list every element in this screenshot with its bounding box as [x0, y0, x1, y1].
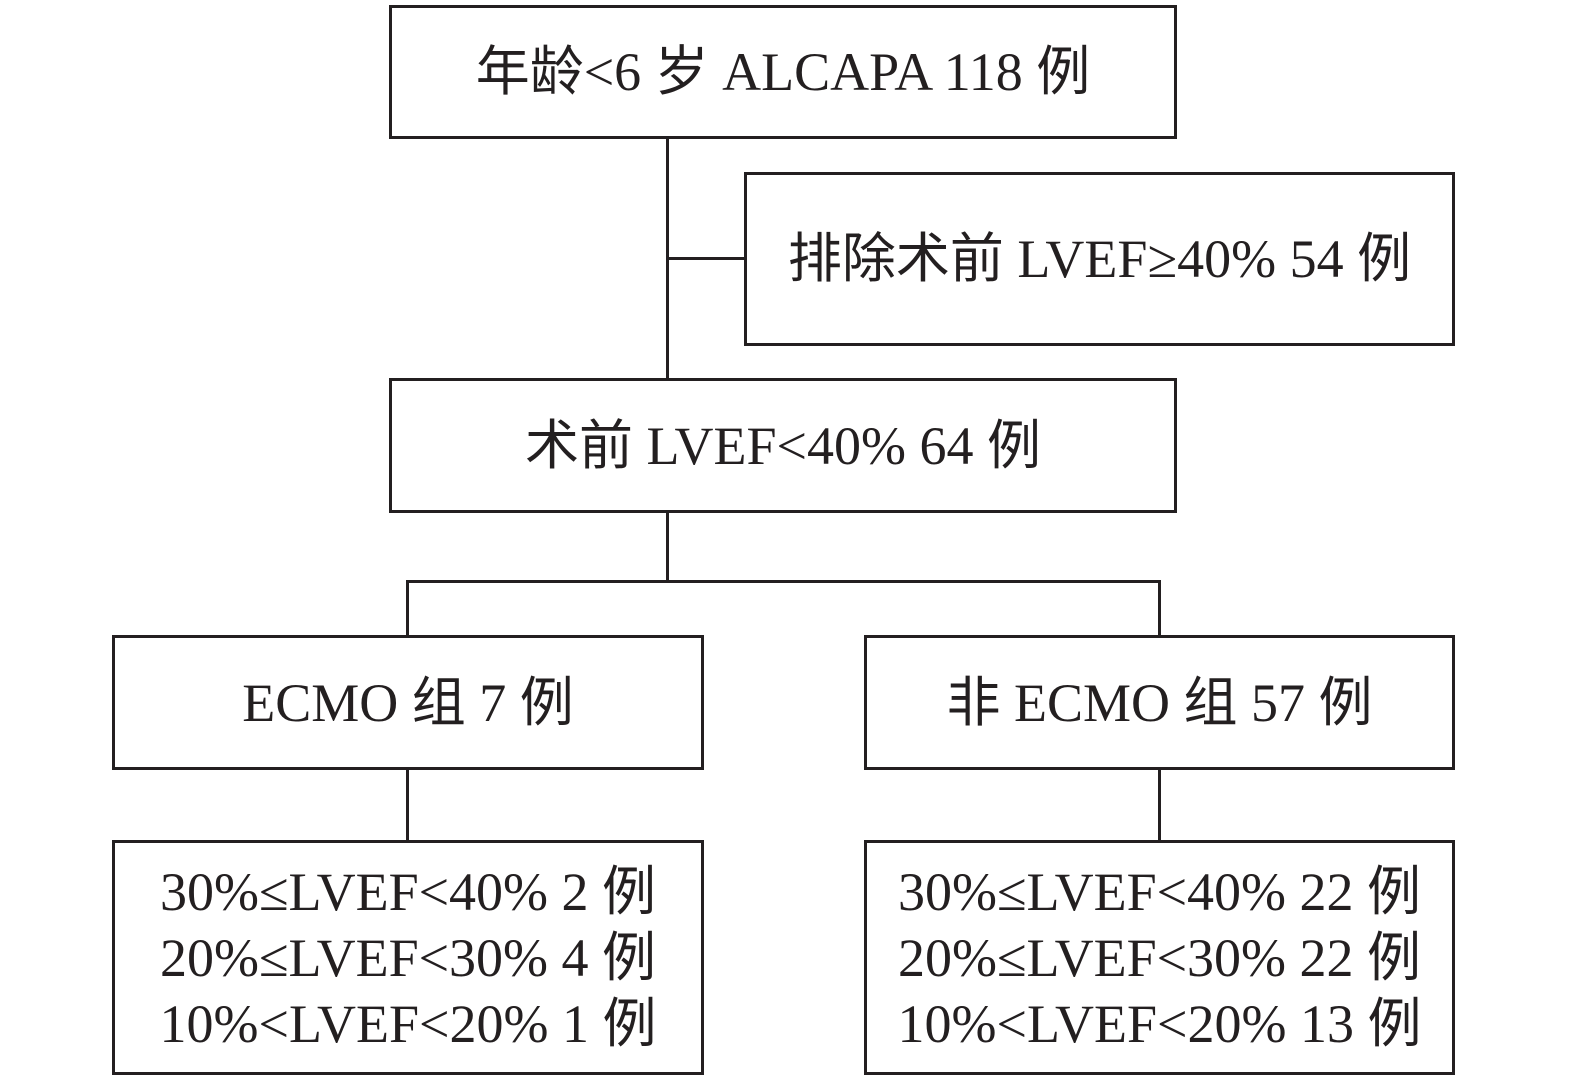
ecmo-detail-line: 30%≤LVEF<40% 2 例 — [159, 861, 657, 922]
non-ecmo-detail-line: 20%≤LVEF<30% 22 例 — [897, 927, 1422, 988]
top-box-label: 年龄<6 岁 ALCAPA 118 例 — [475, 42, 1091, 102]
connector-split-to-non-ecmo — [1158, 580, 1161, 638]
connector-ecmo-to-details — [406, 767, 409, 843]
ecmo-details-box: 30%≤LVEF<40% 2 例 20%≤LVEF<30% 4 例 10%<LV… — [112, 840, 704, 1075]
excluded-box: 排除术前 LVEF≥40% 54 例 — [744, 172, 1455, 346]
ecmo-group-label: ECMO 组 7 例 — [242, 672, 574, 733]
ecmo-group-box: ECMO 组 7 例 — [112, 635, 704, 770]
connector-split-horizontal — [406, 580, 1161, 583]
connector-included-to-split — [666, 510, 669, 583]
excluded-box-label: 排除术前 LVEF≥40% 54 例 — [787, 229, 1412, 289]
non-ecmo-details-box: 30%≤LVEF<40% 22 例 20%≤LVEF<30% 22 例 10%<… — [864, 840, 1455, 1075]
included-box-label: 术前 LVEF<40% 64 例 — [525, 415, 1041, 476]
non-ecmo-group-label: 非 ECMO 组 57 例 — [946, 672, 1373, 733]
non-ecmo-detail-line: 30%≤LVEF<40% 22 例 — [897, 861, 1422, 922]
non-ecmo-group-box: 非 ECMO 组 57 例 — [864, 635, 1455, 770]
top-box: 年龄<6 岁 ALCAPA 118 例 — [389, 5, 1177, 139]
connector-non-ecmo-to-details — [1158, 767, 1161, 843]
included-box: 术前 LVEF<40% 64 例 — [389, 378, 1177, 513]
connector-to-excluded — [666, 257, 747, 260]
connector-split-to-ecmo — [406, 580, 409, 638]
ecmo-detail-line: 10%<LVEF<20% 1 例 — [159, 993, 657, 1054]
non-ecmo-detail-line: 10%<LVEF<20% 13 例 — [897, 993, 1422, 1054]
ecmo-detail-line: 20%≤LVEF<30% 4 例 — [159, 927, 657, 988]
